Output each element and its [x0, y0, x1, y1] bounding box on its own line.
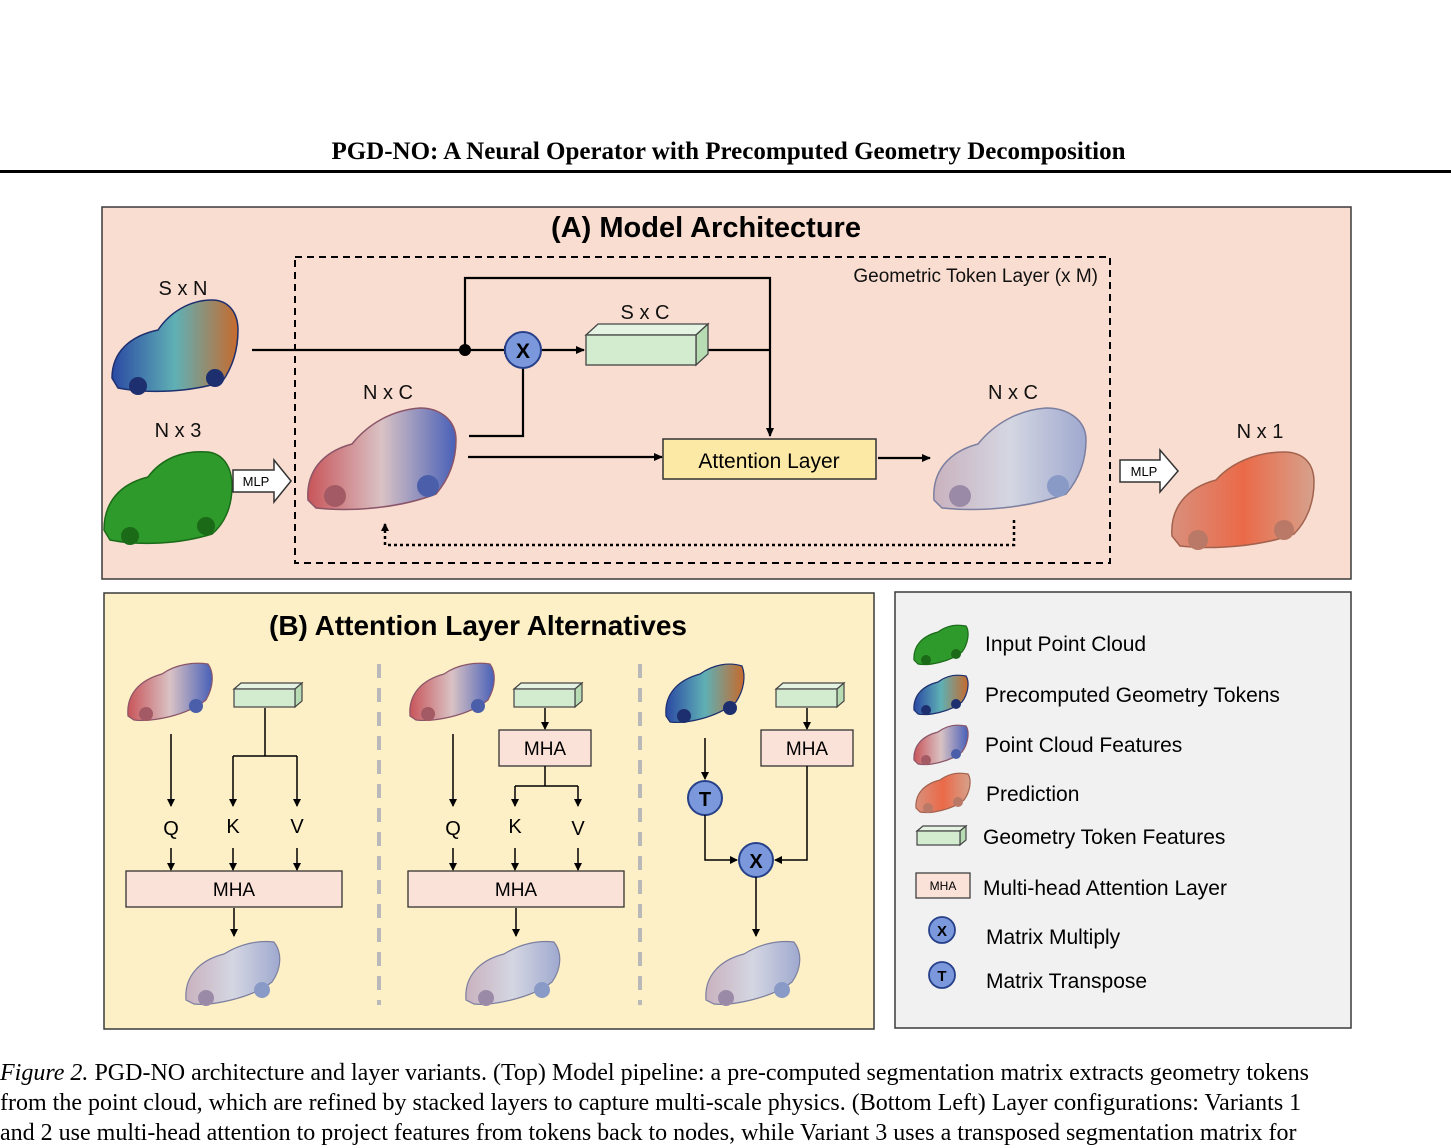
legend-item-point-cloud-features: Point Cloud Features — [985, 734, 1182, 757]
point-cloud-features-car-output — [933, 407, 1087, 511]
multiply-symbol-a: X — [516, 340, 530, 363]
v1-token-box — [232, 681, 304, 709]
legend-item-prediction: Prediction — [986, 783, 1079, 806]
multiply-operator-a: X — [504, 331, 542, 369]
mlp-in-label: MLP — [243, 474, 270, 489]
mlp-out-label: MLP — [1131, 464, 1158, 479]
legend-item-matrix-multiply: Matrix Multiply — [986, 926, 1121, 949]
v3-multiply-operator: X — [738, 842, 774, 878]
v3-transpose-symbol: T — [699, 789, 711, 811]
prediction-car — [1171, 451, 1315, 550]
caption-line-1: Figure 2. PGD-NO architecture and layer … — [0, 1058, 1451, 1088]
v2-output-car — [465, 940, 561, 1006]
legend-prediction-icon — [915, 772, 971, 814]
geometric-token-layer-label: Geometric Token Layer (x M) — [853, 266, 1098, 287]
v3-token-box — [774, 681, 846, 709]
legend-geometry-token-features-icon — [915, 824, 968, 847]
dim-nxc-out: N x C — [988, 382, 1038, 404]
legend-item-geometry-token-features: Geometry Token Features — [983, 826, 1225, 849]
legend-item-input-point-cloud: Input Point Cloud — [985, 633, 1146, 656]
v3-mha-label: MHA — [786, 739, 829, 760]
v2-feature-car — [409, 662, 495, 721]
geometry-token-features-box-a — [584, 322, 710, 367]
legend-transpose-icon: T — [928, 961, 956, 989]
v2-token-box — [512, 681, 584, 709]
v2-mha-box — [407, 870, 625, 908]
input-point-cloud-car — [103, 450, 233, 545]
page-title: PGD-NO: A Neural Operator with Precomput… — [331, 138, 1126, 165]
title-rule — [0, 170, 1451, 173]
v1-feature-car — [127, 662, 213, 721]
v1-q: Q — [163, 818, 179, 840]
v1-k: K — [226, 816, 240, 838]
caption-label: Figure 2. — [0, 1060, 89, 1086]
precomputed-geometry-tokens-car — [111, 299, 239, 395]
v3-geometry-tokens-car — [665, 663, 745, 723]
v2-mha-top-label: MHA — [524, 739, 567, 760]
v3-output-car — [705, 940, 801, 1006]
v1-v: V — [290, 816, 304, 838]
dim-nx1: N x 1 — [1237, 421, 1284, 443]
caption-line-1-text: PGD-NO architecture and layer variants. … — [88, 1060, 1310, 1086]
dim-nxc-in: N x C — [363, 382, 413, 404]
caption-line-3: and 2 use multi-head attention to projec… — [0, 1120, 1297, 1146]
v1-output-car — [185, 940, 281, 1006]
legend-background — [894, 591, 1352, 1029]
dim-sxn: S x N — [159, 278, 208, 300]
v2-q: Q — [445, 818, 461, 840]
legend-item-matrix-transpose: Matrix Transpose — [986, 970, 1147, 993]
attention-layer-box: Attention Layer — [662, 438, 877, 480]
v2-k: K — [508, 816, 522, 838]
v1-mha-box — [125, 870, 343, 908]
v1-mha-label: MHA — [213, 880, 256, 901]
legend-mha-swatch-label: MHA — [930, 879, 957, 893]
legend-mha-swatch — [915, 872, 971, 899]
point-cloud-features-car-input — [307, 407, 457, 511]
v3-multiply-symbol: X — [749, 851, 763, 873]
v2-mha-label: MHA — [495, 880, 538, 901]
mlp-arrow-output: MLP — [1119, 447, 1179, 495]
legend-point-cloud-features-icon — [913, 724, 969, 766]
legend-multiply-symbol: X — [937, 923, 947, 940]
v2-v: V — [571, 818, 585, 840]
caption-line-2: from the point cloud, which are refined … — [0, 1090, 1302, 1116]
legend-item-mha: Multi-head Attention Layer — [983, 877, 1227, 900]
panel-b-title: (B) Attention Layer Alternatives — [269, 610, 687, 641]
variant-2: MHA Q K V MHA — [407, 662, 625, 1006]
legend-item-geometry-tokens: Precomputed Geometry Tokens — [985, 684, 1280, 707]
mlp-arrow-input: MLP — [232, 457, 292, 505]
dim-nx3: N x 3 — [155, 420, 202, 442]
legend-input-point-cloud-icon — [913, 624, 969, 666]
legend-geometry-tokens-icon — [913, 674, 969, 716]
v2-mha-top-box — [498, 729, 592, 767]
panel-a-title: (A) Model Architecture — [551, 212, 861, 244]
dim-sxc: S x C — [621, 302, 670, 324]
variant-3: MHA T X — [665, 663, 854, 1006]
panel-a-background — [101, 206, 1352, 580]
variant-1: Q K V MHA — [125, 662, 343, 1006]
legend-transpose-symbol: T — [937, 968, 946, 985]
figure-caption: Figure 2. PGD-NO architecture and layer … — [0, 1058, 1451, 1148]
v3-mha-box — [760, 729, 854, 767]
legend-multiply-icon: X — [928, 916, 956, 944]
v3-transpose-operator: T — [687, 780, 723, 816]
geometric-token-layer-box — [294, 256, 1111, 564]
attention-layer-label: Attention Layer — [698, 450, 839, 473]
